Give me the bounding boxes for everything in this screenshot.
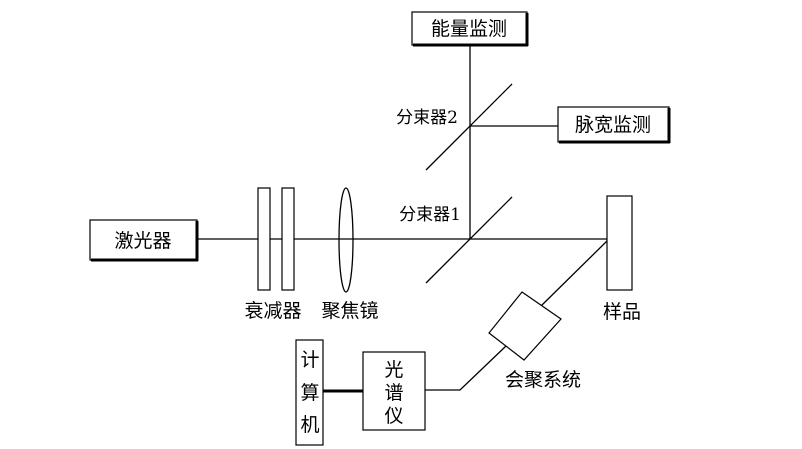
beam-splitter-2-mirror [425, 83, 513, 171]
pulse-width-monitor-label: 脉宽监测 [575, 114, 651, 136]
focusing-lens-shape [338, 187, 354, 293]
beam-splitter-1-label: 分束器1 [399, 205, 461, 225]
beam-splitter-1-mirror [425, 196, 513, 284]
fiber-converging-system-to-spectrometer [425, 345, 507, 391]
converging-system: 会聚系统 [488, 291, 581, 391]
sample-label: 样品 [603, 301, 641, 323]
sample: 样品 [603, 195, 641, 323]
attenuator-plate-1 [257, 187, 271, 291]
attenuator-plate-2 [281, 187, 295, 291]
focusing-lens: 聚焦镜 [321, 187, 379, 322]
spectrometer-label-char-3: 仪 [384, 405, 403, 427]
energy-monitor: 能量监测 [411, 11, 529, 47]
converging-system-shape [488, 291, 562, 361]
sample-plate [606, 195, 633, 291]
computer: 计 算 机 [295, 339, 324, 446]
attenuator: 衰减器 [244, 187, 302, 322]
laser-label: 激光器 [114, 230, 171, 252]
computer-label-char-2: 算 [300, 382, 319, 404]
beam-splitter-2: 分束器2 [396, 83, 513, 171]
pulse-width-monitor: 脉宽监测 [557, 106, 671, 144]
beam-splitter-1: 分束器1 [399, 196, 513, 284]
spectrometer-label-char-1: 光 [384, 359, 403, 381]
spectrometer: 光 谱 仪 [362, 351, 426, 431]
computer-label-char-1: 计 [300, 349, 319, 371]
attenuator-label: 衰减器 [244, 300, 301, 322]
energy-monitor-box [411, 11, 528, 46]
focusing-lens-label: 聚焦镜 [321, 300, 378, 322]
spectrometer-label-char-2: 谱 [384, 382, 403, 404]
energy-monitor-label: 能量监测 [431, 18, 507, 40]
computer-label-char-3: 机 [300, 414, 319, 436]
computer-box [295, 339, 324, 446]
converging-system-label: 会聚系统 [505, 369, 581, 391]
laser: 激光器 [89, 219, 199, 262]
pulse-width-monitor-box [557, 106, 670, 143]
beam-sample-to-converging-system [540, 240, 608, 307]
spectrometer-box [362, 351, 426, 431]
beam-splitter-2-label: 分束器2 [396, 108, 458, 128]
